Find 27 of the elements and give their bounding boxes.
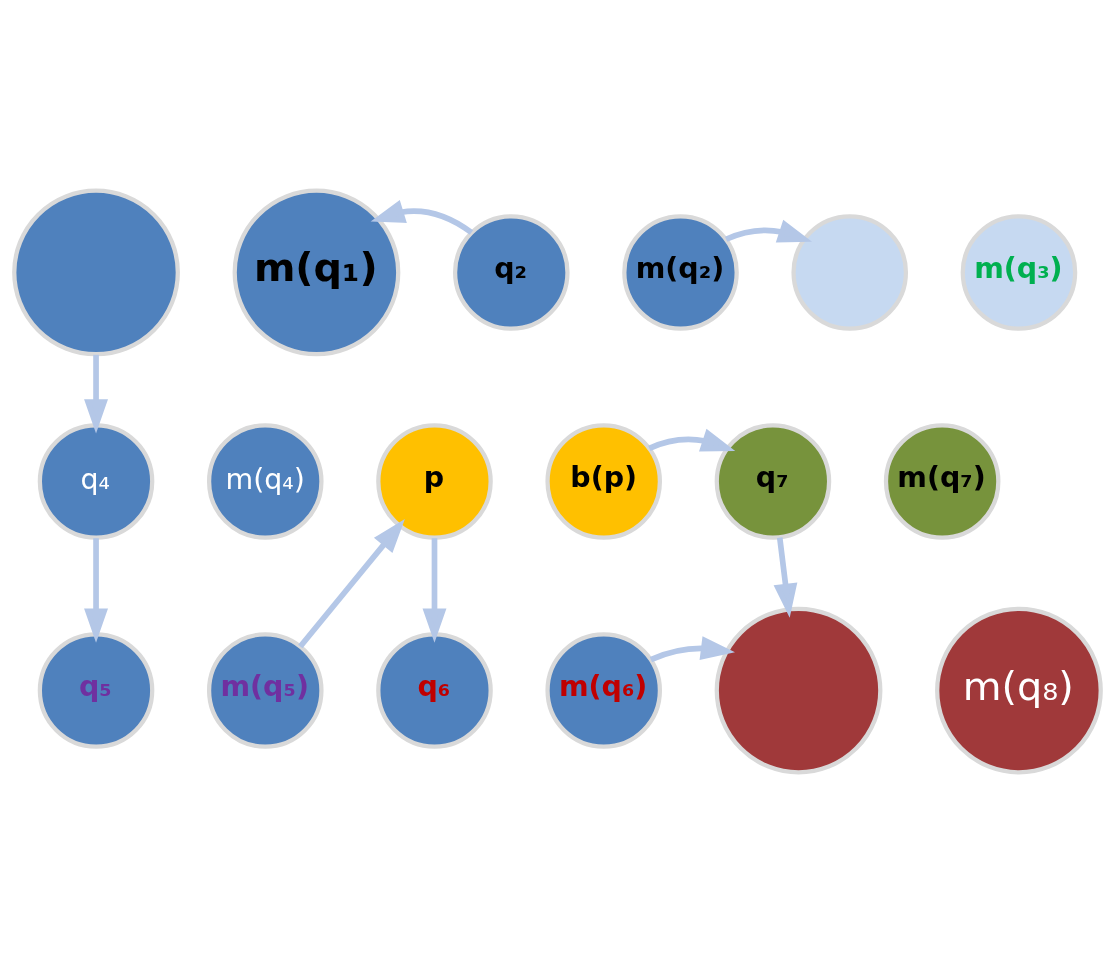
node-circle (714, 606, 883, 774)
arrow (370, 199, 474, 235)
node-circle: m(q₄) (206, 422, 324, 540)
arrow (649, 635, 735, 662)
arrow (648, 428, 736, 452)
arrow (84, 354, 108, 433)
node-circle (791, 213, 909, 331)
node-circle: m(q₁) (232, 188, 401, 356)
node-circle (12, 188, 180, 356)
arrow (298, 518, 405, 648)
node-circle: m(q₂) (622, 213, 739, 331)
node-circle: q₇ (714, 422, 832, 540)
node-circle: m(q₈) (935, 606, 1103, 774)
node-circle: m(q₅) (206, 631, 324, 749)
node-circle: q₄ (37, 422, 155, 540)
node-circle: p (376, 422, 493, 540)
arrow (773, 536, 798, 618)
node-circle: q₅ (37, 631, 155, 749)
arrow (725, 219, 813, 243)
node-circle: m(q₃) (960, 213, 1078, 331)
arrow (422, 537, 447, 643)
node-circle: q₂ (452, 213, 570, 331)
node-circle: m(q₆) (545, 631, 663, 749)
arrow (84, 537, 108, 643)
node-circle: q₆ (376, 631, 493, 749)
node-circle: m(q₇) (883, 422, 1001, 540)
node-circle: b(p) (545, 422, 663, 540)
